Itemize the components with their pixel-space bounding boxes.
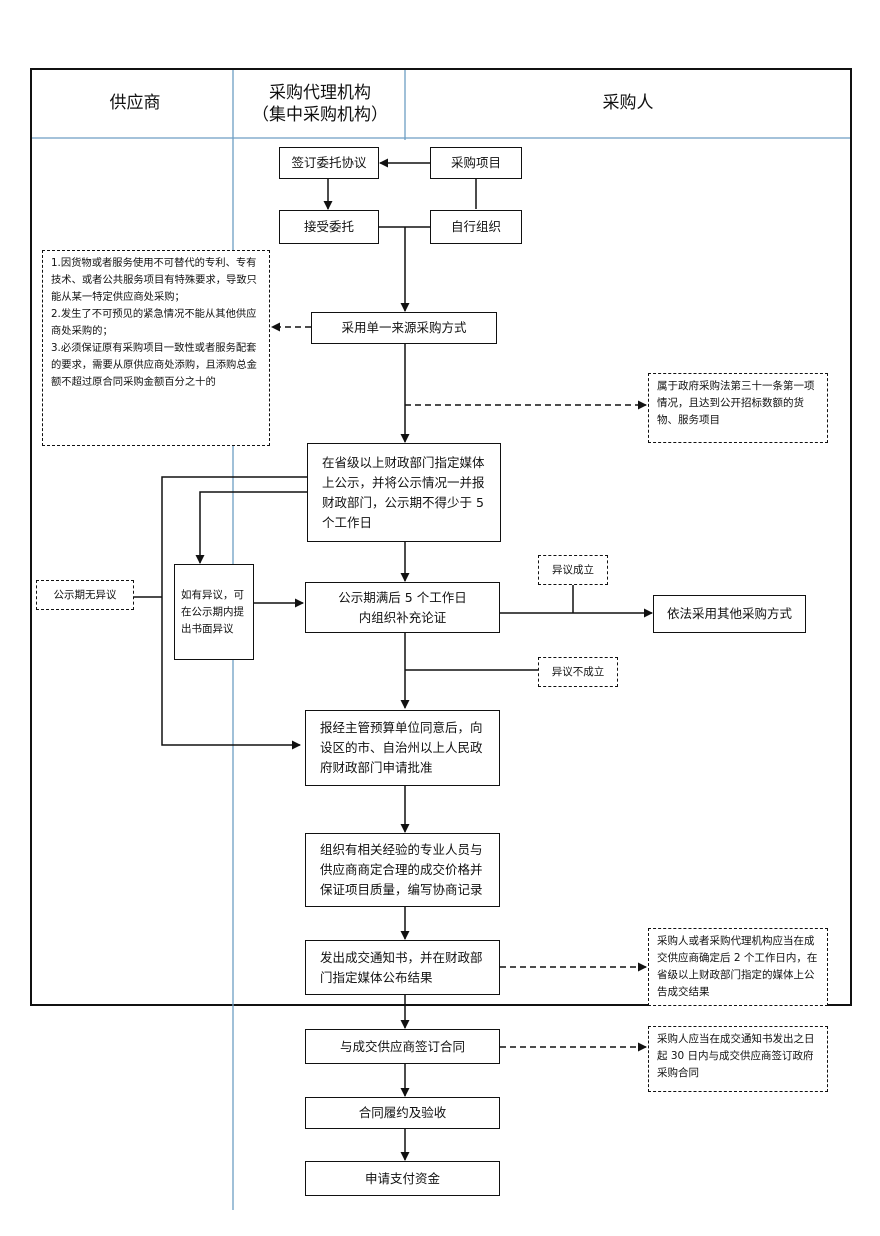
note-condition-1: 1.因货物或者服务使用不可替代的专利、专有技术、或者公共服务项目有特殊要求，导致… bbox=[51, 257, 257, 303]
node-publicity: 在省级以上财政部门指定媒体上公示，并将公示情况一并报财政部门，公示期不得少于 5… bbox=[307, 443, 501, 542]
note-objection-window: 如有异议，可在公示期内提出书面异议 bbox=[174, 564, 254, 660]
node-approval: 报经主管预算单位同意后，向设区的市、自治州以上人民政府财政部门申请批准 bbox=[305, 710, 500, 786]
node-procurement-project: 采购项目 bbox=[430, 147, 522, 179]
lane-header-agency: 采购代理机构 （集中采购机构） bbox=[236, 82, 404, 126]
note-objection-invalid: 异议不成立 bbox=[538, 657, 618, 687]
node-notice: 发出成交通知书，并在财政部门指定媒体公布结果 bbox=[305, 940, 500, 995]
node-single-source: 采用单一来源采购方式 bbox=[311, 312, 497, 344]
lane-header-agency-line2: （集中采购机构） bbox=[252, 105, 388, 125]
node-supplementary-review: 公示期满后 5 个工作日内组织补充论证 bbox=[305, 582, 500, 633]
lane-header-supplier: 供应商 bbox=[109, 93, 161, 113]
node-performance: 合同履约及验收 bbox=[305, 1097, 500, 1129]
lane-header-purchaser: 采购人 bbox=[602, 93, 654, 113]
node-sign-contract: 与成交供应商签订合同 bbox=[305, 1029, 500, 1064]
line-publicity-to-no-objection bbox=[161, 476, 307, 750]
note-announce-result: 采购人或者采购代理机构应当在成交供应商确定后 2 个工作日内，在省级以上财政部门… bbox=[648, 928, 828, 1006]
note-condition-2: 2.发生了不可预见的紧急情况不能从其他供应商处采购的； bbox=[51, 308, 257, 337]
lane-header-agency-line1: 采购代理机构 bbox=[269, 83, 371, 103]
node-payment: 申请支付资金 bbox=[305, 1161, 500, 1196]
node-other-method: 依法采用其他采购方式 bbox=[653, 595, 806, 633]
note-gov-law: 属于政府采购法第三十一条第一项情况，且达到公开招标数额的货物、服务项目 bbox=[648, 373, 828, 443]
node-accept-entrustment: 接受委托 bbox=[279, 210, 379, 244]
note-conditions: 1.因货物或者服务使用不可替代的专利、专有技术、或者公共服务项目有特殊要求，导致… bbox=[42, 250, 270, 446]
note-condition-3: 3.必须保证原有采购项目一致性或者服务配套的要求，需要从原供应商处添购，且添购总… bbox=[51, 342, 257, 388]
note-no-objection: 公示期无异议 bbox=[36, 580, 134, 610]
line-publicity-to-objection bbox=[195, 491, 307, 564]
node-self-organize: 自行组织 bbox=[430, 210, 522, 244]
node-sign-agreement: 签订委托协议 bbox=[279, 147, 379, 179]
node-negotiation: 组织有相关经验的专业人员与供应商商定合理的成交价格并保证项目质量，编写协商记录 bbox=[305, 833, 500, 907]
flowchart-frame bbox=[30, 68, 852, 1006]
note-objection-valid: 异议成立 bbox=[538, 555, 608, 585]
note-contract-deadline: 采购人应当在成交通知书发出之日起 30 日内与成交供应商签订政府采购合同 bbox=[648, 1026, 828, 1092]
